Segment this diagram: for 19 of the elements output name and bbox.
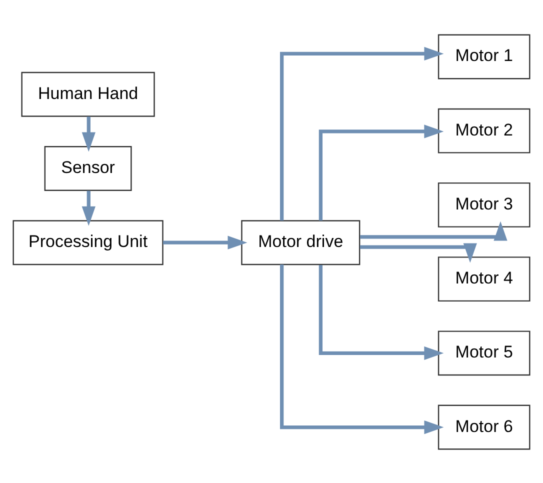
arrow <box>163 235 248 249</box>
node-box: Sensor <box>44 146 132 190</box>
arrow <box>82 116 96 152</box>
node-box: Motor 1 <box>438 34 530 79</box>
node-box: Motor drive <box>241 220 360 265</box>
arrow <box>318 124 444 220</box>
arrow <box>82 190 96 226</box>
node-box: Motor 3 <box>438 182 530 227</box>
arrow <box>360 220 508 240</box>
node-box: Motor 6 <box>438 404 530 450</box>
node-box: Processing Unit <box>12 220 164 265</box>
arrow <box>280 264 444 434</box>
arrow <box>318 264 444 360</box>
arrow <box>360 242 477 262</box>
node-box: Motor 2 <box>438 108 530 153</box>
node-box: Human Hand <box>21 71 155 116</box>
arrow <box>280 46 444 220</box>
node-box: Motor 4 <box>438 256 530 302</box>
node-box: Motor 5 <box>438 330 530 376</box>
